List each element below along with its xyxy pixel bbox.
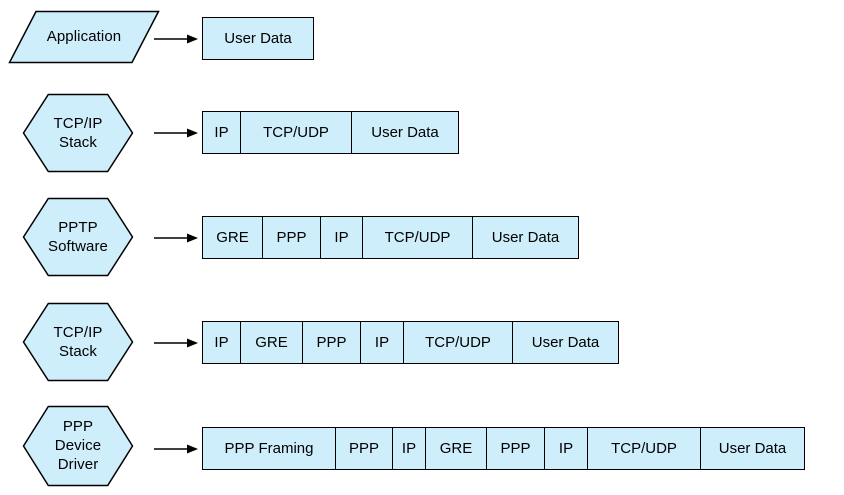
packet-segment: User Data xyxy=(203,18,313,59)
stage-shape-application: Application xyxy=(8,10,160,64)
packet-segment: PPP xyxy=(263,217,321,258)
stage-shape-tcpip-stack-2: TCP/IP Stack xyxy=(22,302,134,382)
stage-shape-pptp-software: PPTP Software xyxy=(22,197,134,277)
right-arrow-icon xyxy=(154,126,200,138)
packet-segment: TCP/UDP xyxy=(588,428,701,469)
packet-segment: PPP xyxy=(336,428,393,469)
packet-segment: TCP/UDP xyxy=(404,322,513,363)
packet-segment: User Data xyxy=(701,428,804,469)
packet-segment: GRE xyxy=(426,428,487,469)
packet-segment: PPP xyxy=(487,428,545,469)
packet-segment: User Data xyxy=(513,322,618,363)
packet-segment: IP xyxy=(545,428,588,469)
stage-shape-tcpip-stack-1: TCP/IP Stack xyxy=(22,93,134,173)
right-arrow-icon xyxy=(154,231,200,243)
packet-segment: PPP xyxy=(303,322,361,363)
packet-segment: TCP/UDP xyxy=(363,217,473,258)
packet-segment: User Data xyxy=(352,112,458,153)
packet-segment: IP xyxy=(321,217,363,258)
stage-label-tcpip-stack-2: TCP/IP Stack xyxy=(53,323,103,360)
packet-application: User Data xyxy=(202,17,314,60)
packet-segment: IP xyxy=(203,112,241,153)
stage-label-pptp-software: PPTP Software xyxy=(48,218,108,255)
packet-segment: User Data xyxy=(473,217,578,258)
packet-segment: IP xyxy=(393,428,426,469)
stage-shape-ppp-device-driver: PPP Device Driver xyxy=(22,405,134,487)
stage-label-application: Application xyxy=(46,28,122,45)
packet-segment: PPP Framing xyxy=(203,428,336,469)
packet-segment: TCP/UDP xyxy=(241,112,352,153)
packet-segment: IP xyxy=(203,322,241,363)
packet-segment: GRE xyxy=(241,322,303,363)
packet-segment: GRE xyxy=(203,217,263,258)
right-arrow-icon xyxy=(154,32,200,44)
right-arrow-icon xyxy=(154,336,200,348)
stage-label-ppp-device-driver: PPP Device Driver xyxy=(54,418,102,473)
right-arrow-icon xyxy=(154,442,200,454)
packet-segment: IP xyxy=(361,322,404,363)
stage-label-tcpip-stack-1: TCP/IP Stack xyxy=(53,114,103,151)
